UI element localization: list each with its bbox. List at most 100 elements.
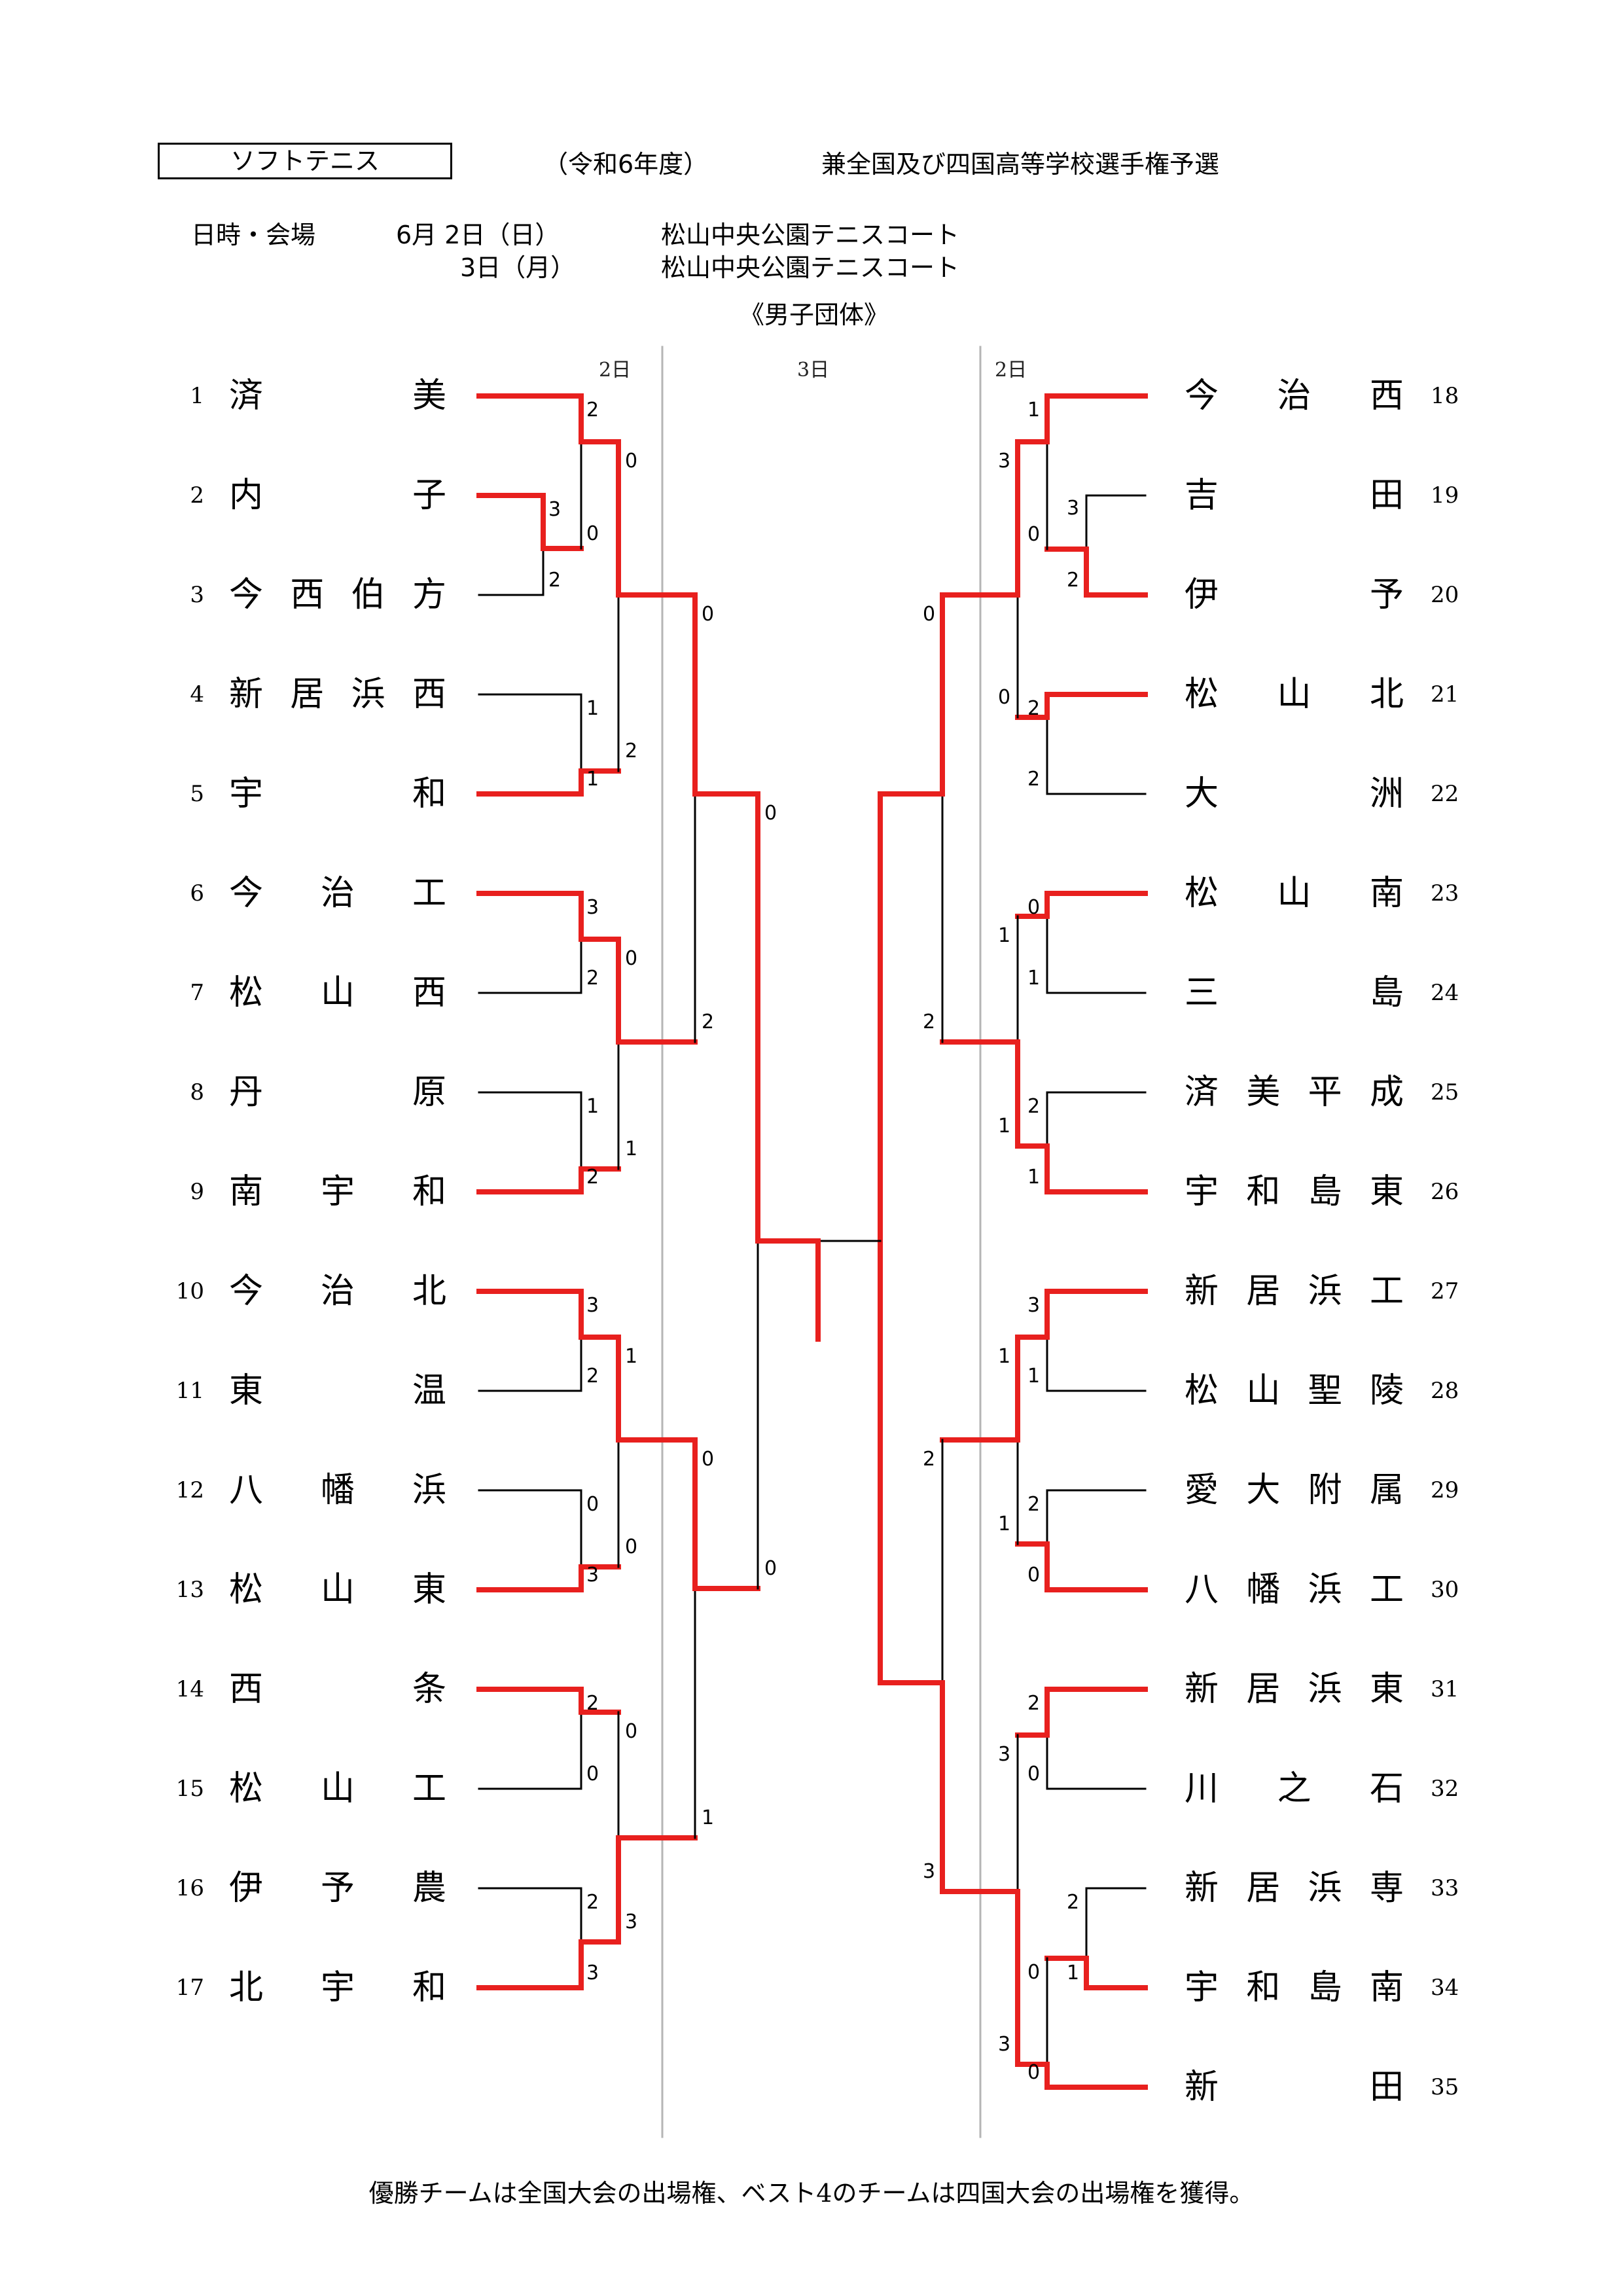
match-score: 0 <box>1027 896 1041 919</box>
match-score: 2 <box>923 1448 936 1471</box>
match-score: 2 <box>586 1891 599 1914</box>
team-number: 35 <box>1431 2074 1459 2100</box>
team-number: 29 <box>1431 1477 1459 1503</box>
match-score: 3 <box>998 2033 1011 2056</box>
match-score: 1 <box>625 1345 638 1368</box>
match-score: 2 <box>586 399 599 422</box>
team-number: 12 <box>175 1477 204 1503</box>
match-score: 0 <box>625 1535 638 1558</box>
day1-venue: 松山中央公園テニスコート <box>661 221 960 249</box>
team-number: 23 <box>1431 880 1459 906</box>
schedule-label: 日時・会場 <box>191 221 316 249</box>
match-score: 3 <box>998 1743 1011 1766</box>
team-number: 22 <box>1431 781 1459 807</box>
team-number: 21 <box>1431 681 1459 708</box>
team-name: 伊予農伊予農 <box>229 1869 447 1908</box>
match-score: 2 <box>923 1011 936 1033</box>
team-name: 松山東松山東 <box>229 1570 447 1609</box>
team-name: 八幡浜八幡浜 <box>229 1471 447 1510</box>
match-score: 3 <box>625 1910 638 1933</box>
sport-title-box: ソフトテニス <box>158 143 452 179</box>
team-number: 24 <box>1431 980 1459 1006</box>
team-name: 宇和宇和 <box>229 774 447 814</box>
team-name: 西条西条 <box>229 1670 447 1709</box>
match-score: 0 <box>1027 1763 1041 1785</box>
team-name: 伊予伊予 <box>1185 575 1404 615</box>
match-score: 1 <box>1027 399 1041 422</box>
event-title: 兼全国及び四国高等学校選手権予選 <box>821 150 1220 179</box>
team-number: 18 <box>1431 383 1459 409</box>
team-name: 松山聖陵松山聖陵 <box>1185 1371 1404 1410</box>
match-score: 2 <box>1027 768 1041 791</box>
match-score: 3 <box>548 498 562 521</box>
team-name: 済美済美 <box>229 376 447 416</box>
team-name: 丹原丹原 <box>229 1073 447 1112</box>
team-number: 5 <box>190 781 204 807</box>
match-score: 2 <box>586 1692 599 1715</box>
match-score: 0 <box>625 450 638 473</box>
team-name: 愛大附属愛大附属 <box>1185 1471 1404 1510</box>
match-score: 2 <box>1027 1493 1041 1516</box>
match-score: 2 <box>702 1011 715 1033</box>
match-score: 3 <box>923 1860 936 1883</box>
team-number: 3 <box>190 582 204 608</box>
match-score: 0 <box>923 603 936 626</box>
match-score: 1 <box>625 1138 638 1160</box>
team-number: 31 <box>1431 1676 1459 1702</box>
match-score: 1 <box>702 1806 715 1829</box>
match-score: 2 <box>586 1365 599 1388</box>
match-score: 2 <box>1027 1692 1041 1715</box>
match-score: 1 <box>586 697 599 720</box>
team-name: 松山南松山南 <box>1185 874 1404 913</box>
match-score: 1 <box>998 1513 1011 1535</box>
team-name: 今西伯方今西伯方 <box>229 575 447 615</box>
day2-venue: 松山中央公園テニスコート <box>661 253 960 282</box>
team-number: 1 <box>190 383 204 409</box>
team-name: 大洲大洲 <box>1185 774 1404 814</box>
team-name: 南宇和南宇和 <box>229 1172 447 1211</box>
team-name: 宇和島東宇和島東 <box>1185 1172 1404 1211</box>
match-score: 2 <box>548 569 562 592</box>
team-number: 34 <box>1431 1975 1459 2001</box>
team-name: 北宇和北宇和 <box>229 1968 447 2007</box>
team-name: 今治工今治工 <box>229 874 447 913</box>
match-score: 1 <box>1067 1962 1080 1984</box>
team-name: 内子内子 <box>229 476 447 515</box>
team-number: 25 <box>1431 1079 1459 1105</box>
match-score: 0 <box>1027 2061 1041 2084</box>
team-number: 6 <box>190 880 204 906</box>
team-name: 川之石川之石 <box>1185 1769 1404 1808</box>
match-score: 1 <box>1027 967 1041 990</box>
team-number: 27 <box>1431 1278 1459 1304</box>
team-name: 松山北松山北 <box>1185 675 1404 714</box>
team-number: 33 <box>1431 1875 1459 1901</box>
team-name: 八幡浜工八幡浜工 <box>1185 1570 1404 1609</box>
team-number: 26 <box>1431 1179 1459 1205</box>
match-score: 0 <box>1027 1961 1041 1984</box>
match-score: 1 <box>998 924 1011 947</box>
match-score: 3 <box>998 450 1011 473</box>
round-day-left: 2日 <box>599 359 632 382</box>
match-score: 0 <box>1027 523 1041 546</box>
match-score: 3 <box>586 1564 599 1587</box>
team-number: 14 <box>175 1676 204 1702</box>
match-score: 0 <box>764 1557 777 1580</box>
match-score: 2 <box>1067 1891 1080 1914</box>
team-number: 19 <box>1431 482 1459 509</box>
team-name: 東温東温 <box>229 1371 447 1410</box>
round-day-right: 2日 <box>995 359 1027 382</box>
team-number: 15 <box>175 1776 204 1802</box>
match-score: 2 <box>586 967 599 990</box>
team-number: 28 <box>1431 1378 1459 1404</box>
team-number: 8 <box>190 1079 204 1105</box>
team-name: 今治西今治西 <box>1185 376 1404 416</box>
match-score: 3 <box>1027 1294 1041 1317</box>
match-score: 2 <box>625 740 638 762</box>
match-score: 1 <box>586 768 599 791</box>
team-name: 新居浜工新居浜工 <box>1185 1272 1404 1311</box>
team-name: 済美平成済美平成 <box>1185 1073 1404 1112</box>
team-name: 新居浜専新居浜専 <box>1185 1869 1404 1908</box>
match-score: 1 <box>1027 1365 1041 1388</box>
match-score: 2 <box>1027 1095 1041 1118</box>
